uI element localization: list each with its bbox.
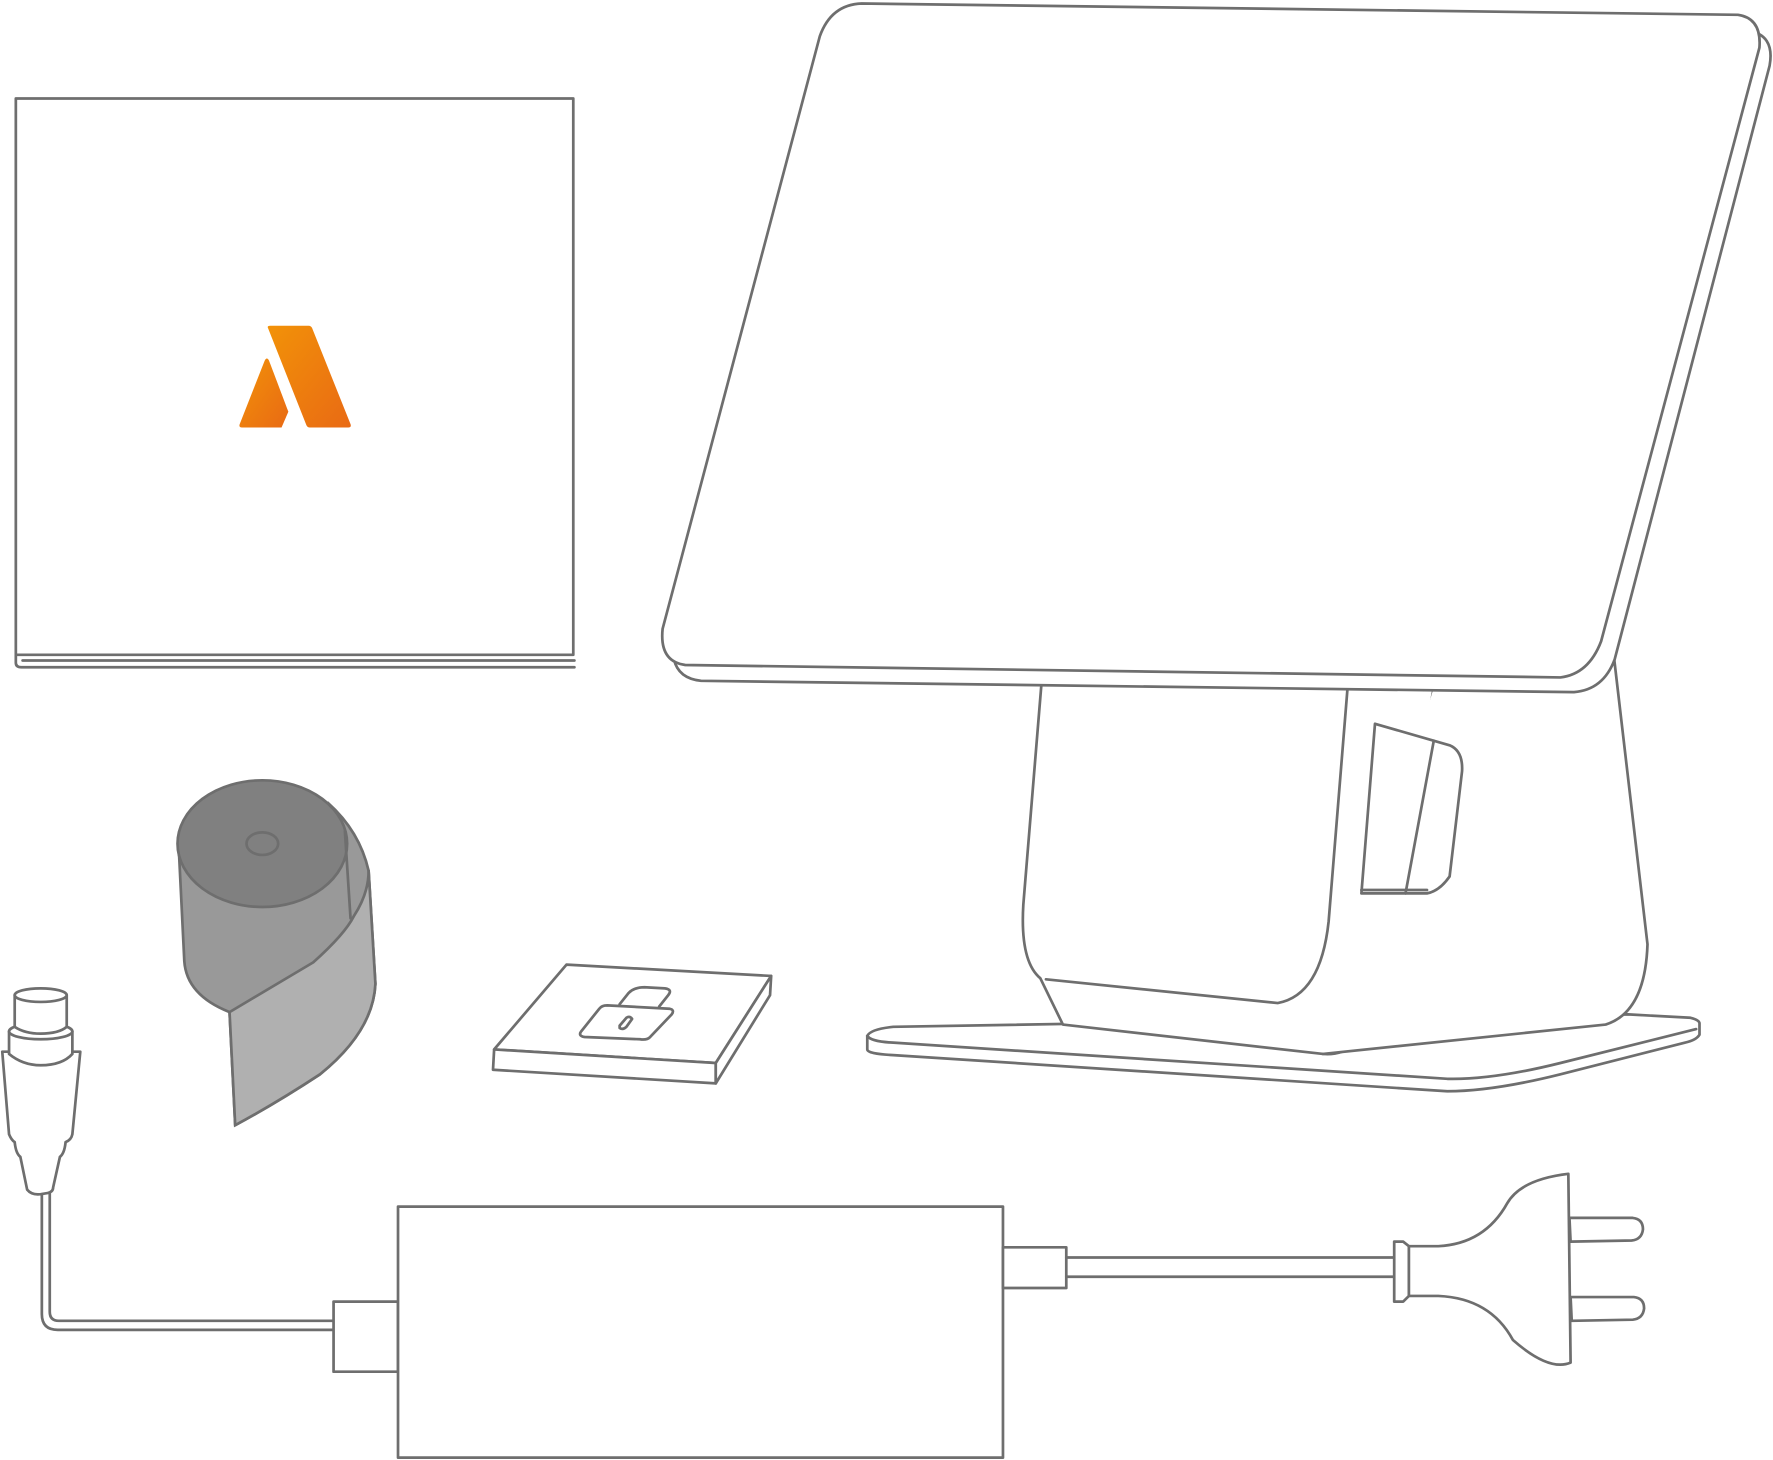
power-adapter (332, 1205, 1396, 1459)
manual-booklet (14, 97, 576, 669)
power-plug (1392, 1172, 1646, 1367)
brand-logo (239, 325, 351, 428)
sim-tray-card (491, 963, 773, 1085)
pos-terminal-with-stand (660, 2, 1772, 1093)
usb-cable (0, 987, 335, 1332)
paper-roll (176, 778, 377, 1128)
